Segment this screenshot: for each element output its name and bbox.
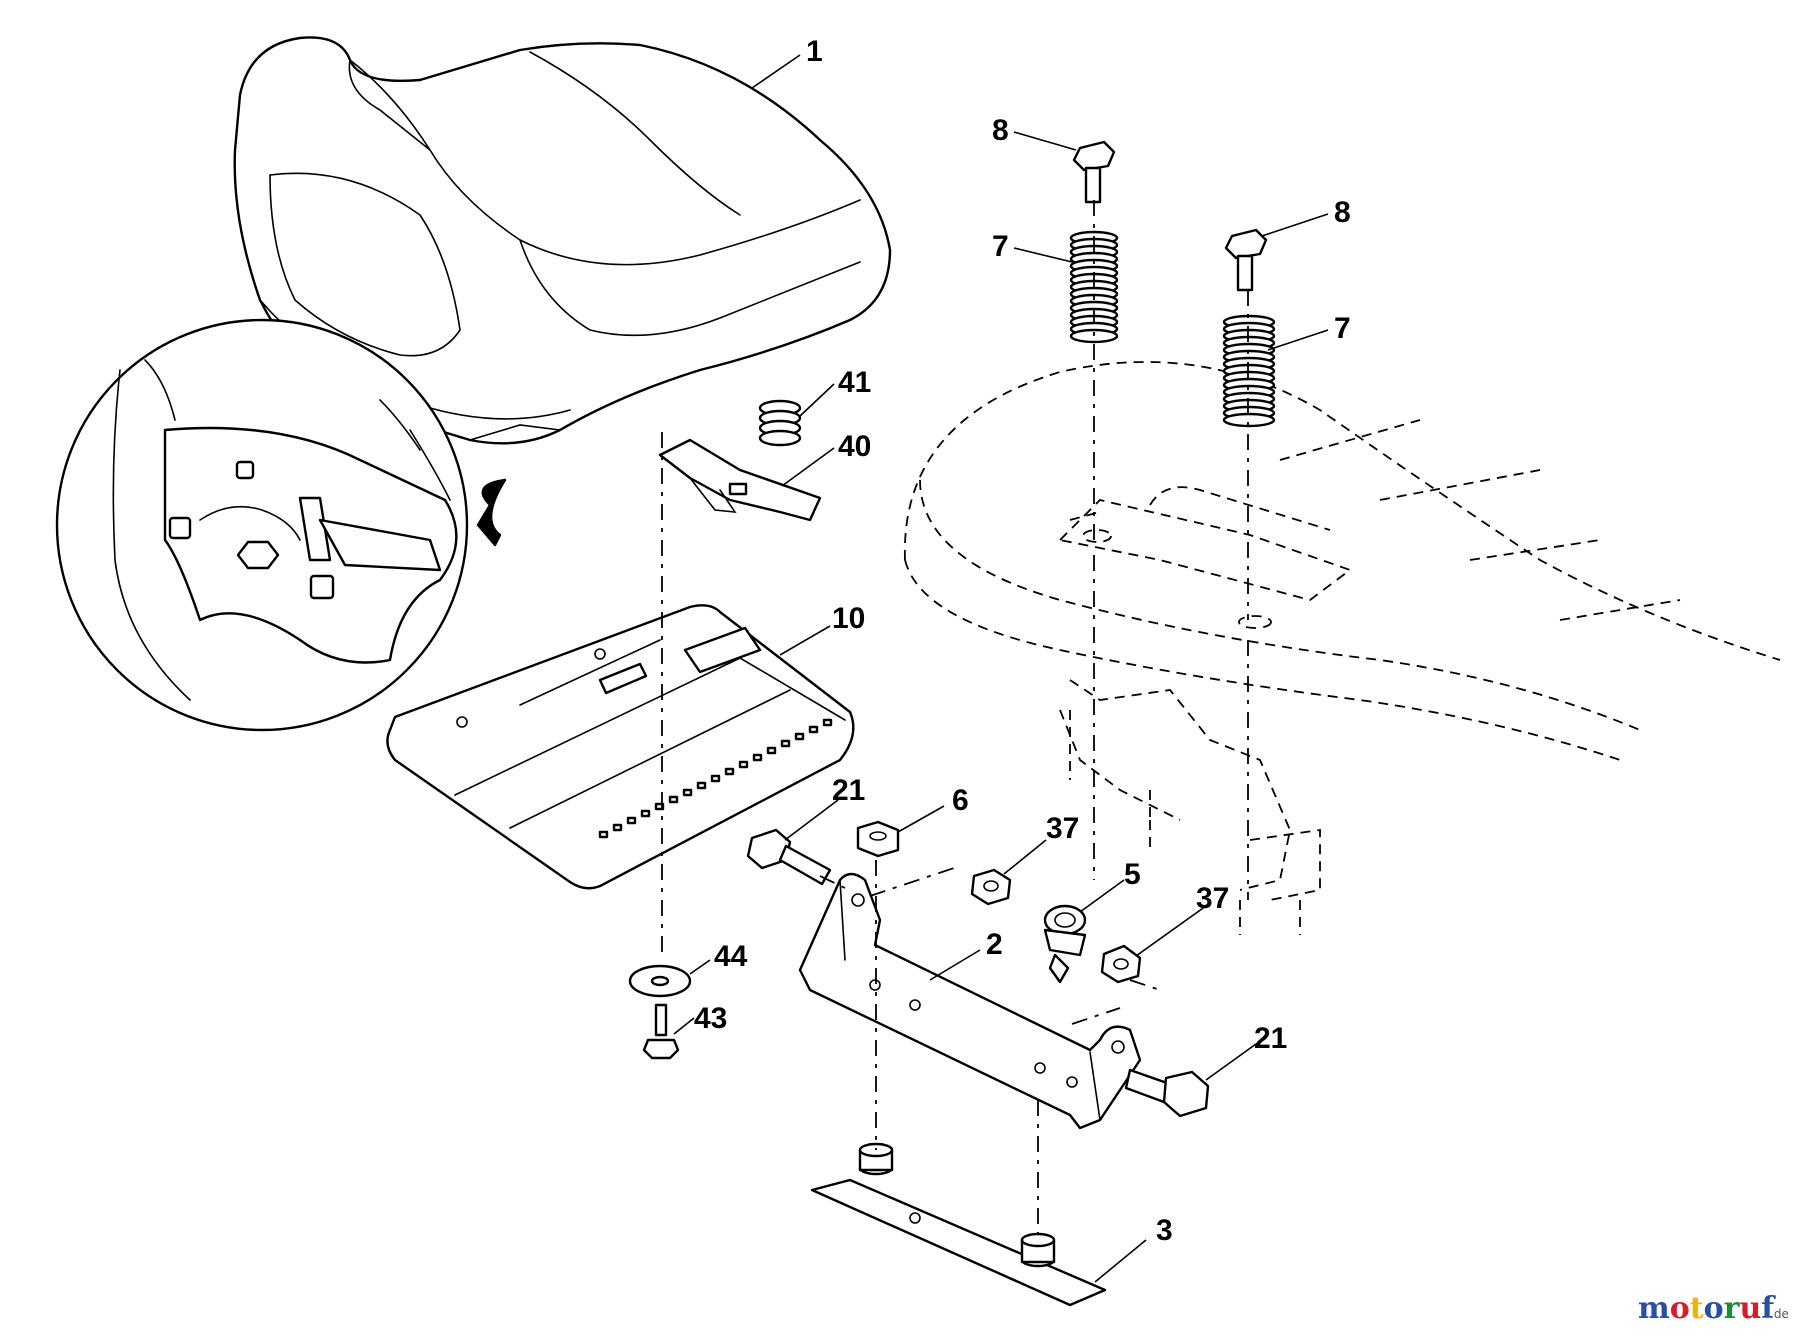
seat-pan: [386, 604, 855, 890]
screw: [642, 1003, 680, 1060]
bolt-right: [1224, 228, 1268, 292]
nut-right: [1100, 944, 1142, 984]
callout-seat: 1: [806, 35, 823, 68]
assembly-lines: [661, 200, 1249, 1235]
callout-bolt-right-lower: 21: [1254, 1022, 1287, 1055]
seat-pan-slots: [598, 718, 833, 839]
callouts: 1 8 8 7 7 41 40 10 21 6 37 5 37 2 44 43: [673, 35, 1351, 1283]
callout-bolt-left-lower: 21: [832, 774, 865, 807]
spring-right: [1222, 314, 1276, 428]
small-spring: [758, 399, 802, 447]
callout-bracket: 2: [986, 928, 1003, 961]
bolt-right-lower: [1124, 1068, 1210, 1118]
bracket: [798, 872, 1142, 1130]
bolt-left-lower: [746, 828, 832, 886]
watermark: motoruf .de: [1638, 1291, 1789, 1326]
washer: [628, 964, 692, 998]
chassis-outline: [904, 361, 1781, 935]
watermark-brand: motoruf: [1638, 1291, 1776, 1326]
bolt-left: [1072, 140, 1116, 204]
callout-bolt-right: 8: [1334, 196, 1351, 229]
callout-latch: 40: [838, 430, 871, 463]
callout-seat-pan: 10: [832, 602, 865, 635]
callout-nut-center: 6: [952, 784, 969, 817]
callout-clip: 5: [1124, 858, 1141, 891]
callout-spring-right: 7: [1334, 312, 1351, 345]
detail-circle: [55, 318, 507, 732]
nut-left: [970, 868, 1012, 906]
stud-left: [858, 1142, 894, 1176]
nut-center: [856, 820, 900, 858]
callout-screw: 43: [694, 1002, 727, 1035]
callout-bolt-left: 8: [992, 114, 1009, 147]
clip: [1043, 904, 1087, 984]
latch: [658, 438, 822, 522]
callout-washer: 44: [714, 940, 748, 973]
stud-right: [1020, 1232, 1056, 1268]
callout-nut-right: 37: [1196, 882, 1229, 915]
callout-plate: 3: [1156, 1214, 1173, 1247]
callout-small-spring: 41: [838, 366, 871, 399]
callout-nut-left: 37: [1046, 812, 1079, 845]
callout-spring-left: 7: [992, 230, 1009, 263]
plate: [810, 1142, 1107, 1307]
watermark-suffix: .de: [1770, 1307, 1789, 1321]
